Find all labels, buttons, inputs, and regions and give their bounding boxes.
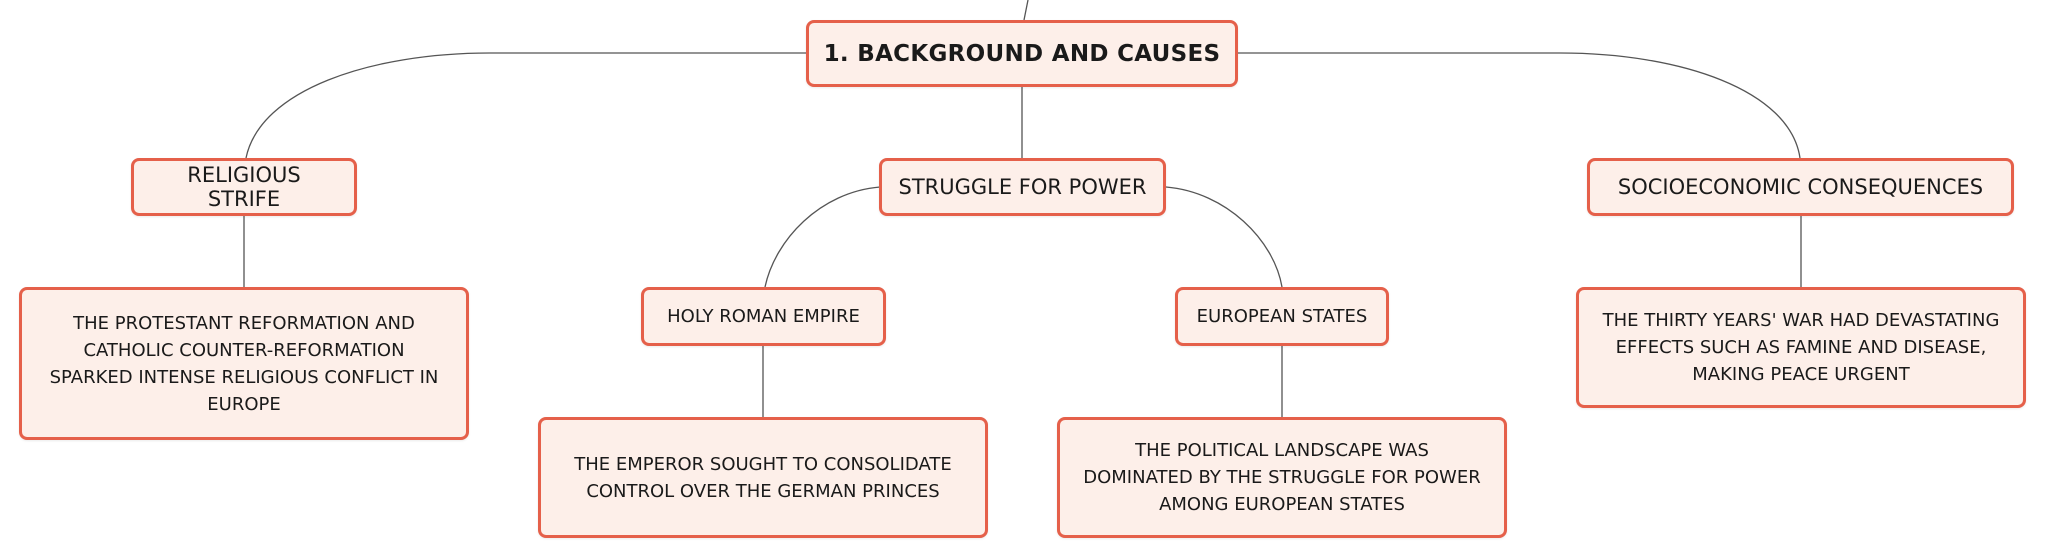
node-root-label: 1. BACKGROUND AND CAUSES [823, 40, 1221, 67]
node-holy-roman-empire-detail-text: THE EMPEROR SOUGHT TO CONSOLIDATE CONTRO… [574, 453, 952, 502]
connector-root-to-religious-strife [245, 52, 806, 159]
node-struggle-for-power-label: STRUGGLE FOR POWER [898, 175, 1147, 199]
node-religious-strife-detail-text: THE PROTESTANT REFORMATION AND CATHOLIC … [49, 312, 439, 415]
node-socioeconomic-consequences[interactable]: SOCIOECONOMIC CONSEQUENCES [1587, 158, 2014, 216]
node-root[interactable]: 1. BACKGROUND AND CAUSES [806, 20, 1238, 87]
node-religious-strife[interactable]: RELIGIOUS STRIFE [131, 158, 357, 216]
node-european-states-detail-text: THE POLITICAL LANDSCAPE WAS DOMINATED BY… [1083, 440, 1481, 515]
connector-struggle-to-holy-roman-empire [764, 186, 881, 288]
node-holy-roman-empire-label: HOLY ROMAN EMPIRE [667, 306, 860, 327]
node-religious-strife-detail[interactable]: THE PROTESTANT REFORMATION AND CATHOLIC … [19, 287, 469, 440]
connector-root-to-socioeconomic [1238, 52, 1801, 159]
node-struggle-for-power[interactable]: STRUGGLE FOR POWER [879, 158, 1166, 216]
node-holy-roman-empire[interactable]: HOLY ROMAN EMPIRE [641, 287, 886, 346]
connector-struggle-to-european-states [1165, 186, 1283, 288]
node-socioeconomic-detail[interactable]: THE THIRTY YEARS' WAR HAD DEVASTATING EF… [1576, 287, 2026, 408]
node-european-states-label: EUROPEAN STATES [1196, 306, 1368, 327]
node-holy-roman-empire-detail[interactable]: THE EMPEROR SOUGHT TO CONSOLIDATE CONTRO… [538, 417, 988, 538]
node-religious-strife-label: RELIGIOUS STRIFE [187, 163, 301, 211]
node-european-states[interactable]: EUROPEAN STATES [1175, 287, 1389, 346]
node-european-states-detail[interactable]: THE POLITICAL LANDSCAPE WAS DOMINATED BY… [1057, 417, 1507, 538]
node-socioeconomic-detail-text: THE THIRTY YEARS' WAR HAD DEVASTATING EF… [1602, 310, 2000, 385]
connector-parent-to-root [1023, 0, 1029, 21]
node-socioeconomic-label: SOCIOECONOMIC CONSEQUENCES [1617, 175, 1984, 199]
